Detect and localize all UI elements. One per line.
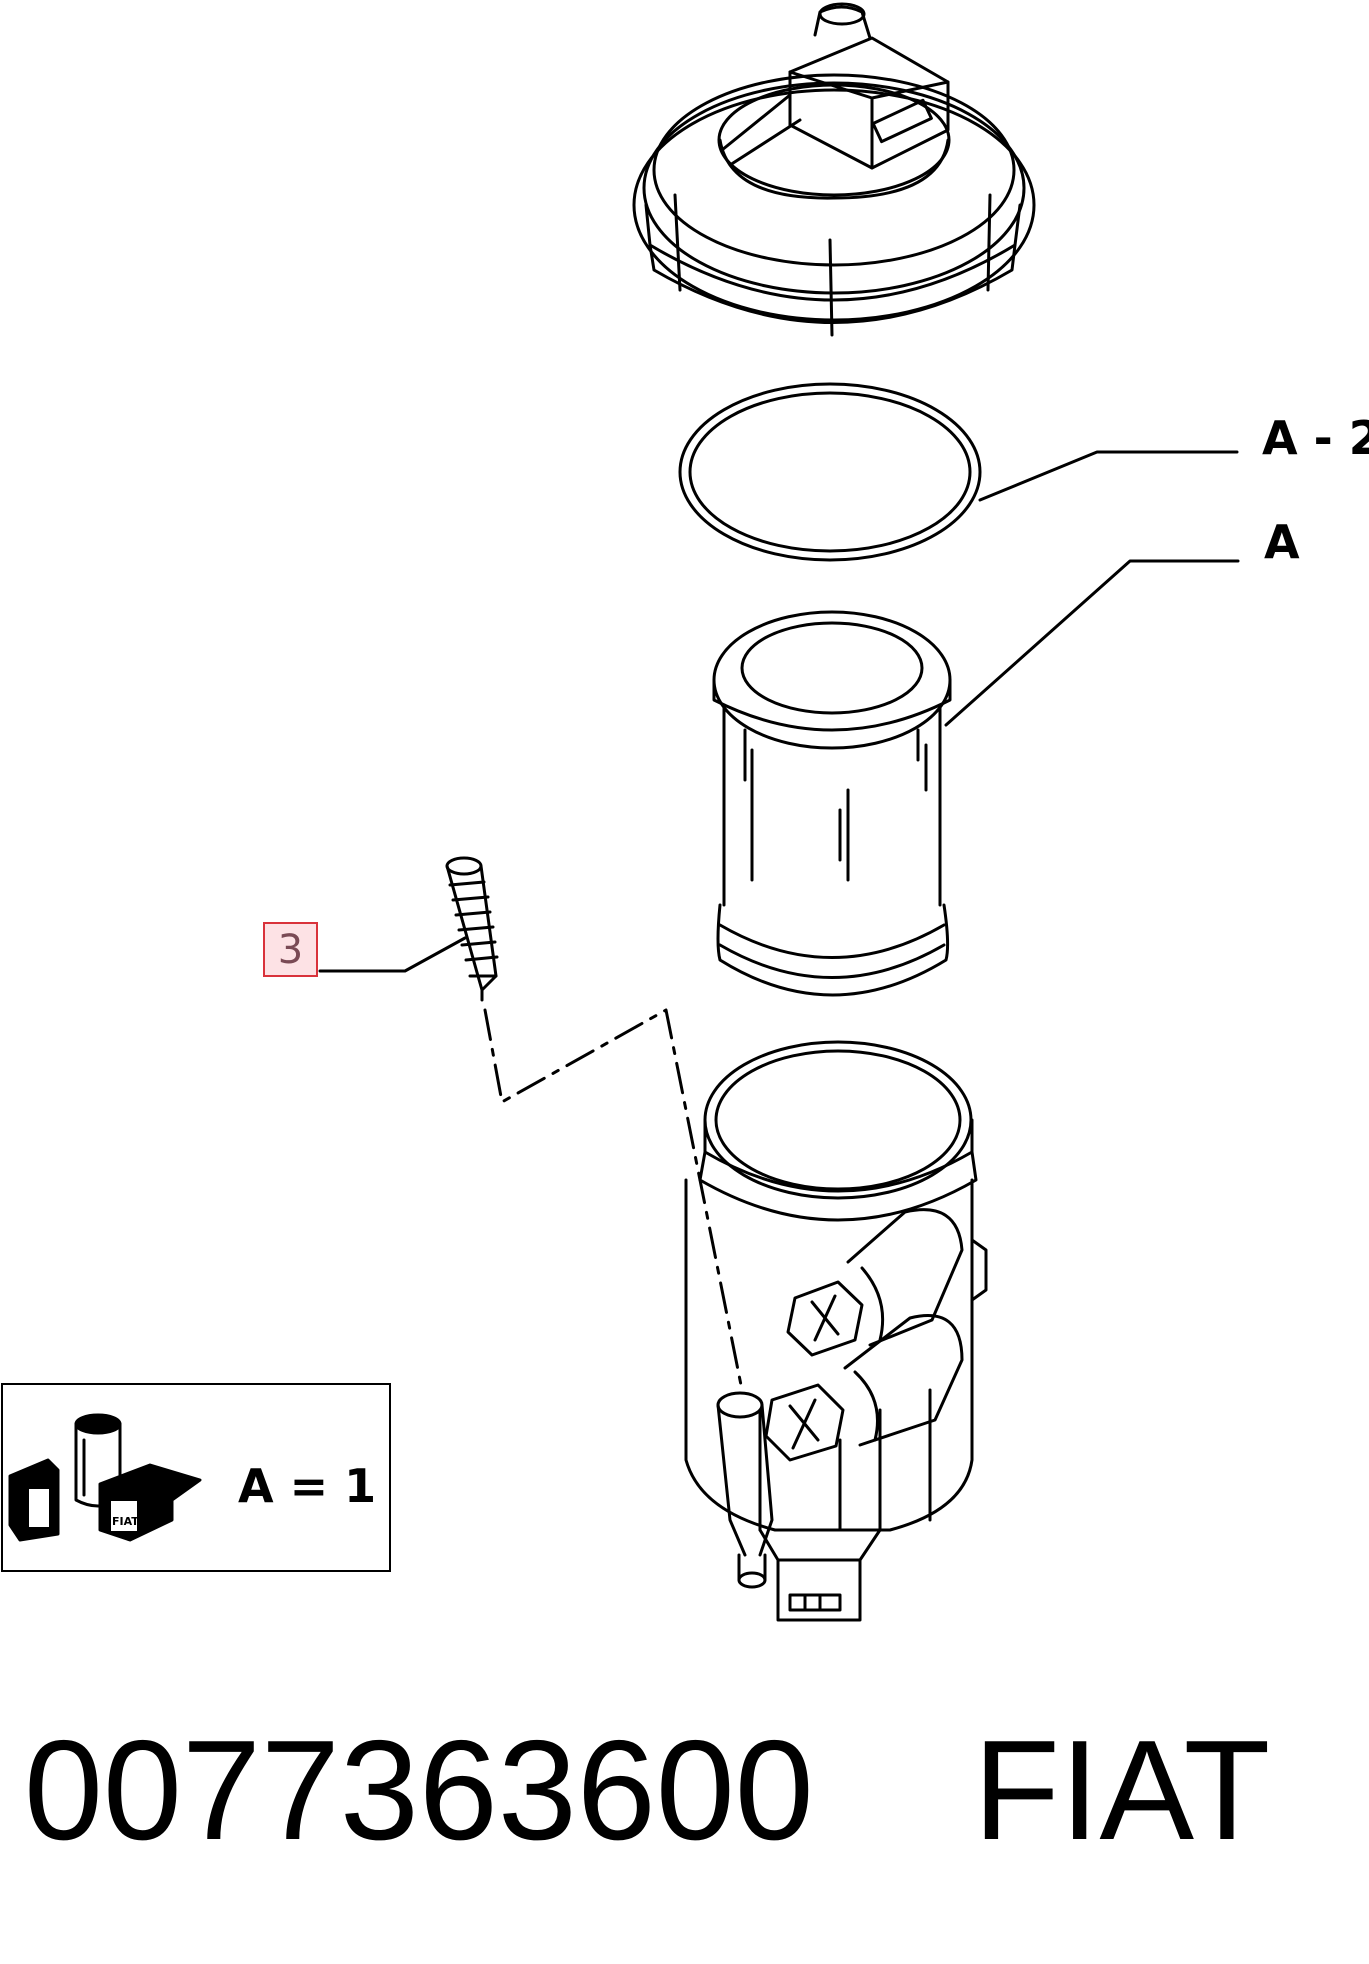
leader-line-screw <box>318 936 467 973</box>
gasket-label: A - 2 <box>1262 411 1369 465</box>
screw-callout[interactable]: 3 <box>263 922 318 977</box>
filter-element <box>712 610 952 997</box>
leader-line-gasket <box>978 450 1239 502</box>
legend-equation: A = 1 <box>238 1459 377 1513</box>
leader-line-filter-element <box>944 559 1240 727</box>
screw <box>445 856 499 1002</box>
legend-box <box>1 1383 391 1572</box>
filter-element-label: A <box>1264 515 1300 569</box>
gasket-ring <box>678 382 982 562</box>
part-number: 0077363600 <box>24 1711 814 1870</box>
legend-icon <box>8 1413 202 1542</box>
filter-housing <box>684 1040 988 1622</box>
assembly-path-dashed <box>483 1008 744 1392</box>
brand-name: FIAT <box>973 1711 1271 1870</box>
footer: 0077363600 FIAT <box>24 1720 1270 1862</box>
filter-cap <box>632 2 1036 337</box>
